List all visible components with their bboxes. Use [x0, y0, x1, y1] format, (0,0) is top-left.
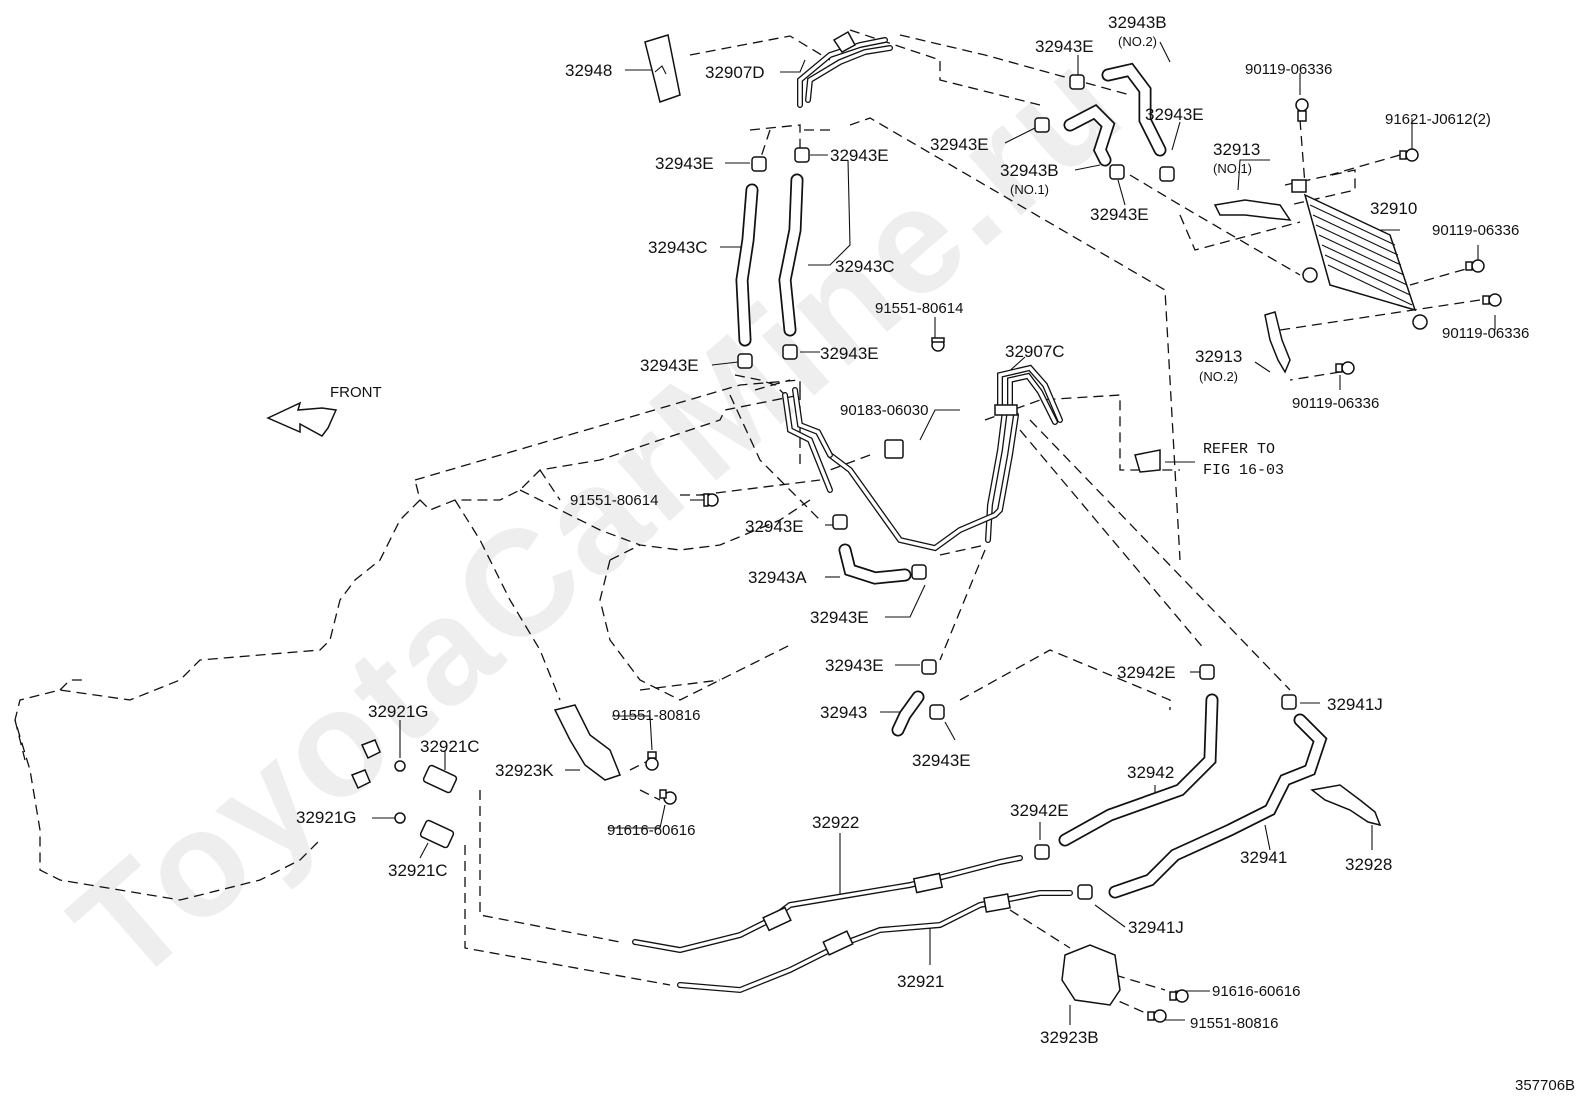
label-91621-J0612: 91621-J0612(2) — [1385, 111, 1491, 128]
hose-32942 — [1058, 693, 1219, 847]
label-91616-60616-b: 91616-60616 — [1212, 983, 1300, 1000]
leader-lines — [372, 41, 1496, 1025]
label-32923K: 32923K — [495, 761, 554, 780]
label-32913-no2-sub: (NO.2) — [1199, 369, 1238, 384]
label-32943E-e: 32943E — [1145, 105, 1204, 124]
label-32907D: 32907D — [705, 63, 765, 82]
label-32913-no1: 32913 — [1213, 140, 1260, 159]
label-32922: 32922 — [812, 813, 859, 832]
label-32943E-h: 32943E — [820, 344, 879, 363]
label-32943A: 32943A — [748, 568, 807, 587]
label-91551-80816-a: 91551-80816 — [612, 707, 700, 724]
refer-note-line1: REFER TO — [1203, 441, 1275, 458]
hose-32943C-left — [735, 183, 759, 347]
label-32941J-b: 32941J — [1128, 918, 1184, 937]
bracket-32913-no1 — [1213, 199, 1292, 221]
label-90119-06336-b: 90119-06336 — [1432, 222, 1519, 239]
label-32921G-a: 32921G — [368, 702, 429, 721]
label-32943B-no2-sub: (NO.2) — [1118, 34, 1157, 49]
clip-90183-06030 — [884, 439, 904, 459]
bracket-32928 — [1310, 784, 1382, 827]
pipe-32907D — [797, 30, 893, 108]
pipe-32922 — [632, 855, 1023, 954]
clip-refer — [1134, 449, 1161, 473]
label-32943C-right: 32943C — [835, 257, 895, 276]
transmission-outline — [14, 379, 811, 901]
label-32943E-i: 32943E — [745, 517, 804, 536]
label-91551-80614-a: 91551-80614 — [875, 300, 963, 317]
label-32941J-a: 32941J — [1327, 695, 1383, 714]
label-32943E-d: 32943E — [930, 135, 989, 154]
label-32943E-a: 32943E — [1035, 37, 1094, 56]
label-91551-80816-b: 91551-80816 — [1190, 1015, 1278, 1032]
label-32921G-b: 32921G — [296, 808, 357, 827]
label-90119-06336-d: 90119-06336 — [1292, 395, 1379, 412]
hose-32943B-upper — [1101, 62, 1167, 157]
diagram-id: 357706B — [1515, 1077, 1575, 1094]
hose-32943C-right — [778, 173, 804, 337]
label-32943: 32943 — [820, 703, 867, 722]
hose-32941 — [1108, 713, 1328, 899]
label-32921C-b: 32921C — [388, 861, 448, 880]
label-32943E-l: 32943E — [912, 751, 971, 770]
pipe-32921 — [677, 890, 1073, 994]
label-32943E-k: 32943E — [825, 656, 884, 675]
label-32910: 32910 — [1370, 199, 1417, 218]
label-32943B-no1: 32943B — [1000, 161, 1059, 180]
label-32942E-a: 32942E — [1117, 663, 1176, 682]
label-32921: 32921 — [897, 972, 944, 991]
label-32943E-c: 32943E — [830, 146, 889, 165]
label-90119-06336-c: 90119-06336 — [1442, 325, 1529, 342]
label-91616-60616-a: 91616-60616 — [607, 822, 695, 839]
label-91551-80614-b: 91551-80614 — [570, 492, 658, 509]
label-32943E-f: 32943E — [1090, 205, 1149, 224]
label-32941: 32941 — [1240, 848, 1287, 867]
oil-cooler-32910 — [1291, 179, 1428, 330]
unions-32921 — [350, 739, 458, 849]
refer-note-line2: FIG 16-03 — [1203, 462, 1284, 479]
pipe-32907C — [782, 364, 1063, 552]
label-32913-no2: 32913 — [1195, 347, 1242, 366]
label-32943B-no2: 32943B — [1108, 13, 1167, 32]
label-32943C-left: 32943C — [648, 238, 708, 257]
label-90183-06030: 90183-06030 — [840, 402, 928, 419]
label-32943E-j: 32943E — [810, 608, 869, 627]
bracket-32913-no2 — [1264, 311, 1291, 374]
clamps — [737, 74, 1297, 900]
label-32913-no1-sub: (NO.1) — [1213, 161, 1252, 176]
hose-32943B-lower — [1063, 104, 1116, 167]
label-90119-06336-a: 90119-06336 — [1245, 61, 1332, 78]
label-32942: 32942 — [1127, 763, 1174, 782]
label-32943E-g: 32943E — [640, 356, 699, 375]
part-32948-pad — [644, 34, 681, 103]
label-32943B-no1-sub: (NO.1) — [1010, 182, 1049, 197]
label-32942E-b: 32942E — [1010, 801, 1069, 820]
front-label: FRONT — [330, 384, 382, 401]
front-arrow-icon — [266, 401, 338, 437]
part-labels: 32948 32907D 32943B (NO.2) 32943E 32943E… — [296, 13, 1575, 1094]
bracket-32923B — [1061, 944, 1121, 1006]
label-32943E-b: 32943E — [655, 154, 714, 173]
hose-32943 — [891, 690, 925, 737]
hose-32943A — [838, 543, 912, 585]
label-32948: 32948 — [565, 61, 612, 80]
label-32921C-a: 32921C — [420, 737, 480, 756]
label-32923B: 32923B — [1040, 1028, 1099, 1047]
label-32907C: 32907C — [1005, 342, 1065, 361]
bracket-32923K — [553, 704, 621, 781]
label-32928: 32928 — [1345, 855, 1392, 874]
bolts — [645, 98, 1502, 1023]
